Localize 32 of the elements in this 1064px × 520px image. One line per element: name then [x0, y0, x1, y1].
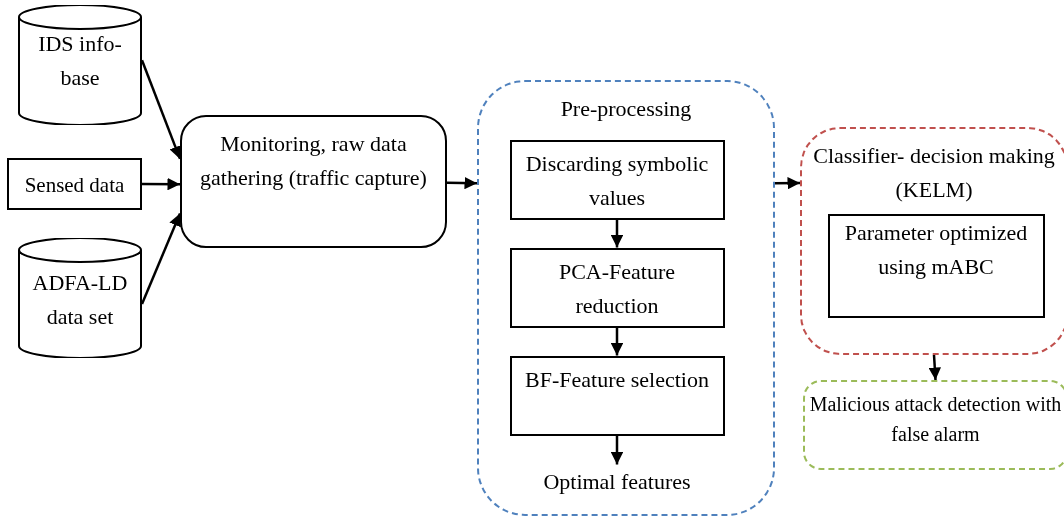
process-box — [180, 115, 447, 248]
arrow — [610, 435, 624, 465]
arrow — [446, 176, 477, 190]
node-text: Malicious attack detection with false alarm — [808, 392, 1063, 447]
input-box — [7, 158, 142, 210]
process-box — [509, 139, 725, 220]
arrow — [775, 176, 800, 190]
node-text: Pre-processing — [559, 95, 693, 123]
arrow — [610, 327, 624, 356]
process-box — [827, 213, 1045, 318]
node-text: Parameter optimized using mABC — [843, 218, 1029, 281]
node-text: Optimal features — [542, 467, 692, 496]
output-box — [803, 380, 1064, 470]
process-box — [509, 247, 725, 328]
arrow — [140, 212, 182, 305]
arrow — [142, 177, 180, 191]
node-text: Classifier- decision making (KELM) — [812, 142, 1056, 204]
group-container — [477, 80, 775, 516]
node-text: ADFA-LD data set — [31, 269, 129, 331]
arrow — [610, 219, 624, 248]
group-container — [800, 127, 1064, 355]
node-text: Discarding symbolic values — [524, 149, 710, 212]
arrow — [928, 354, 941, 381]
database-cylinder — [18, 238, 142, 358]
node-text: IDS info- base — [37, 30, 123, 92]
node-text: BF-Feature selection — [524, 365, 710, 394]
node-text: PCA-Feature reduction — [557, 257, 677, 320]
database-cylinder — [18, 5, 142, 125]
process-box — [509, 355, 725, 436]
arrow — [140, 59, 182, 160]
node-text: Sensed data — [23, 172, 126, 199]
node-text: Monitoring, raw data gathering (traffic capture) — [199, 130, 428, 192]
